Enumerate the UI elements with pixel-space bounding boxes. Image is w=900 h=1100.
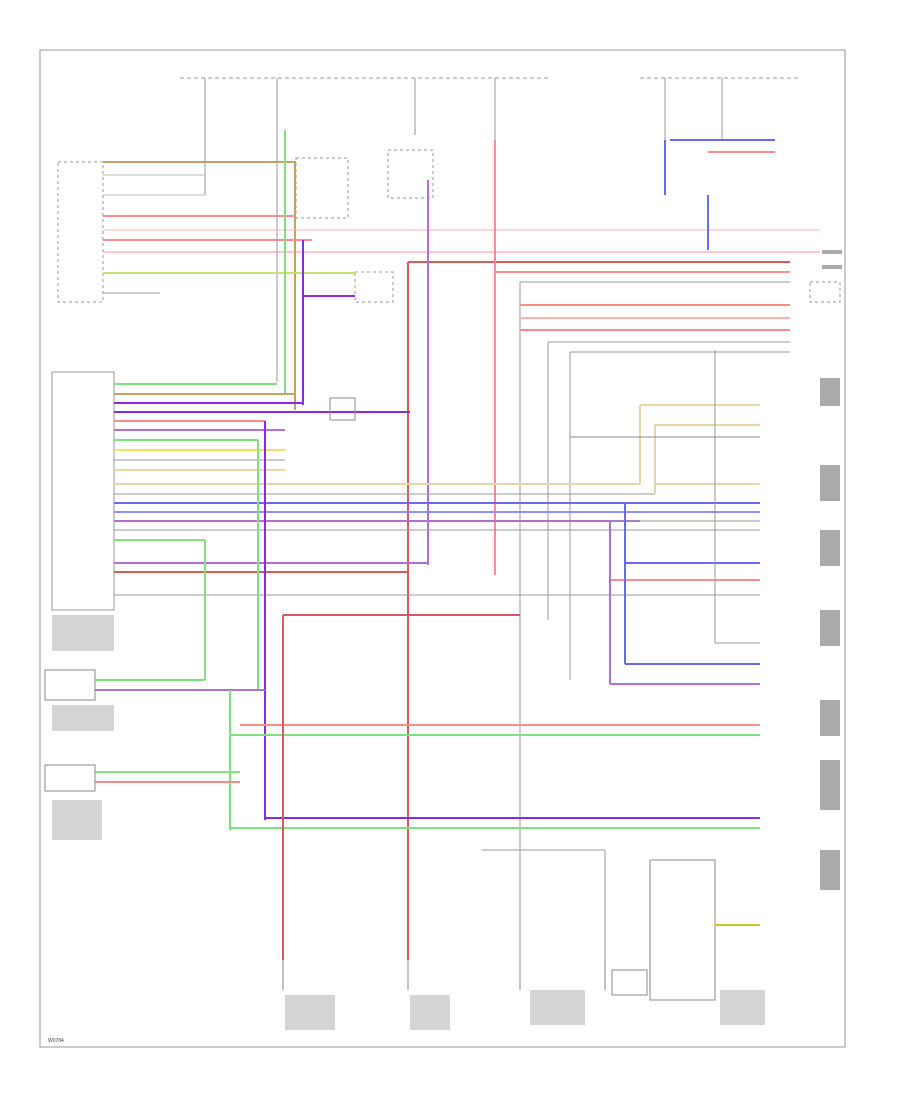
top-right-wires [407,139,790,960]
relay-box [329,397,356,421]
right-side-wires [570,350,760,685]
left-rear-actuator [44,764,96,792]
bottom-switches [282,859,760,1001]
trunk-lock-box [611,969,648,996]
lock-unlock-relay-box [57,149,841,303]
power-door-lock-control-unit [51,371,115,611]
diagram-code: W0784 [48,1038,64,1044]
diagram-border [39,49,846,1048]
left-rear-switch [44,669,96,701]
control-unit-harness [114,383,760,596]
component-labels [52,250,842,1030]
upper-left-wires [103,130,820,410]
lower-door-wires [95,421,760,960]
